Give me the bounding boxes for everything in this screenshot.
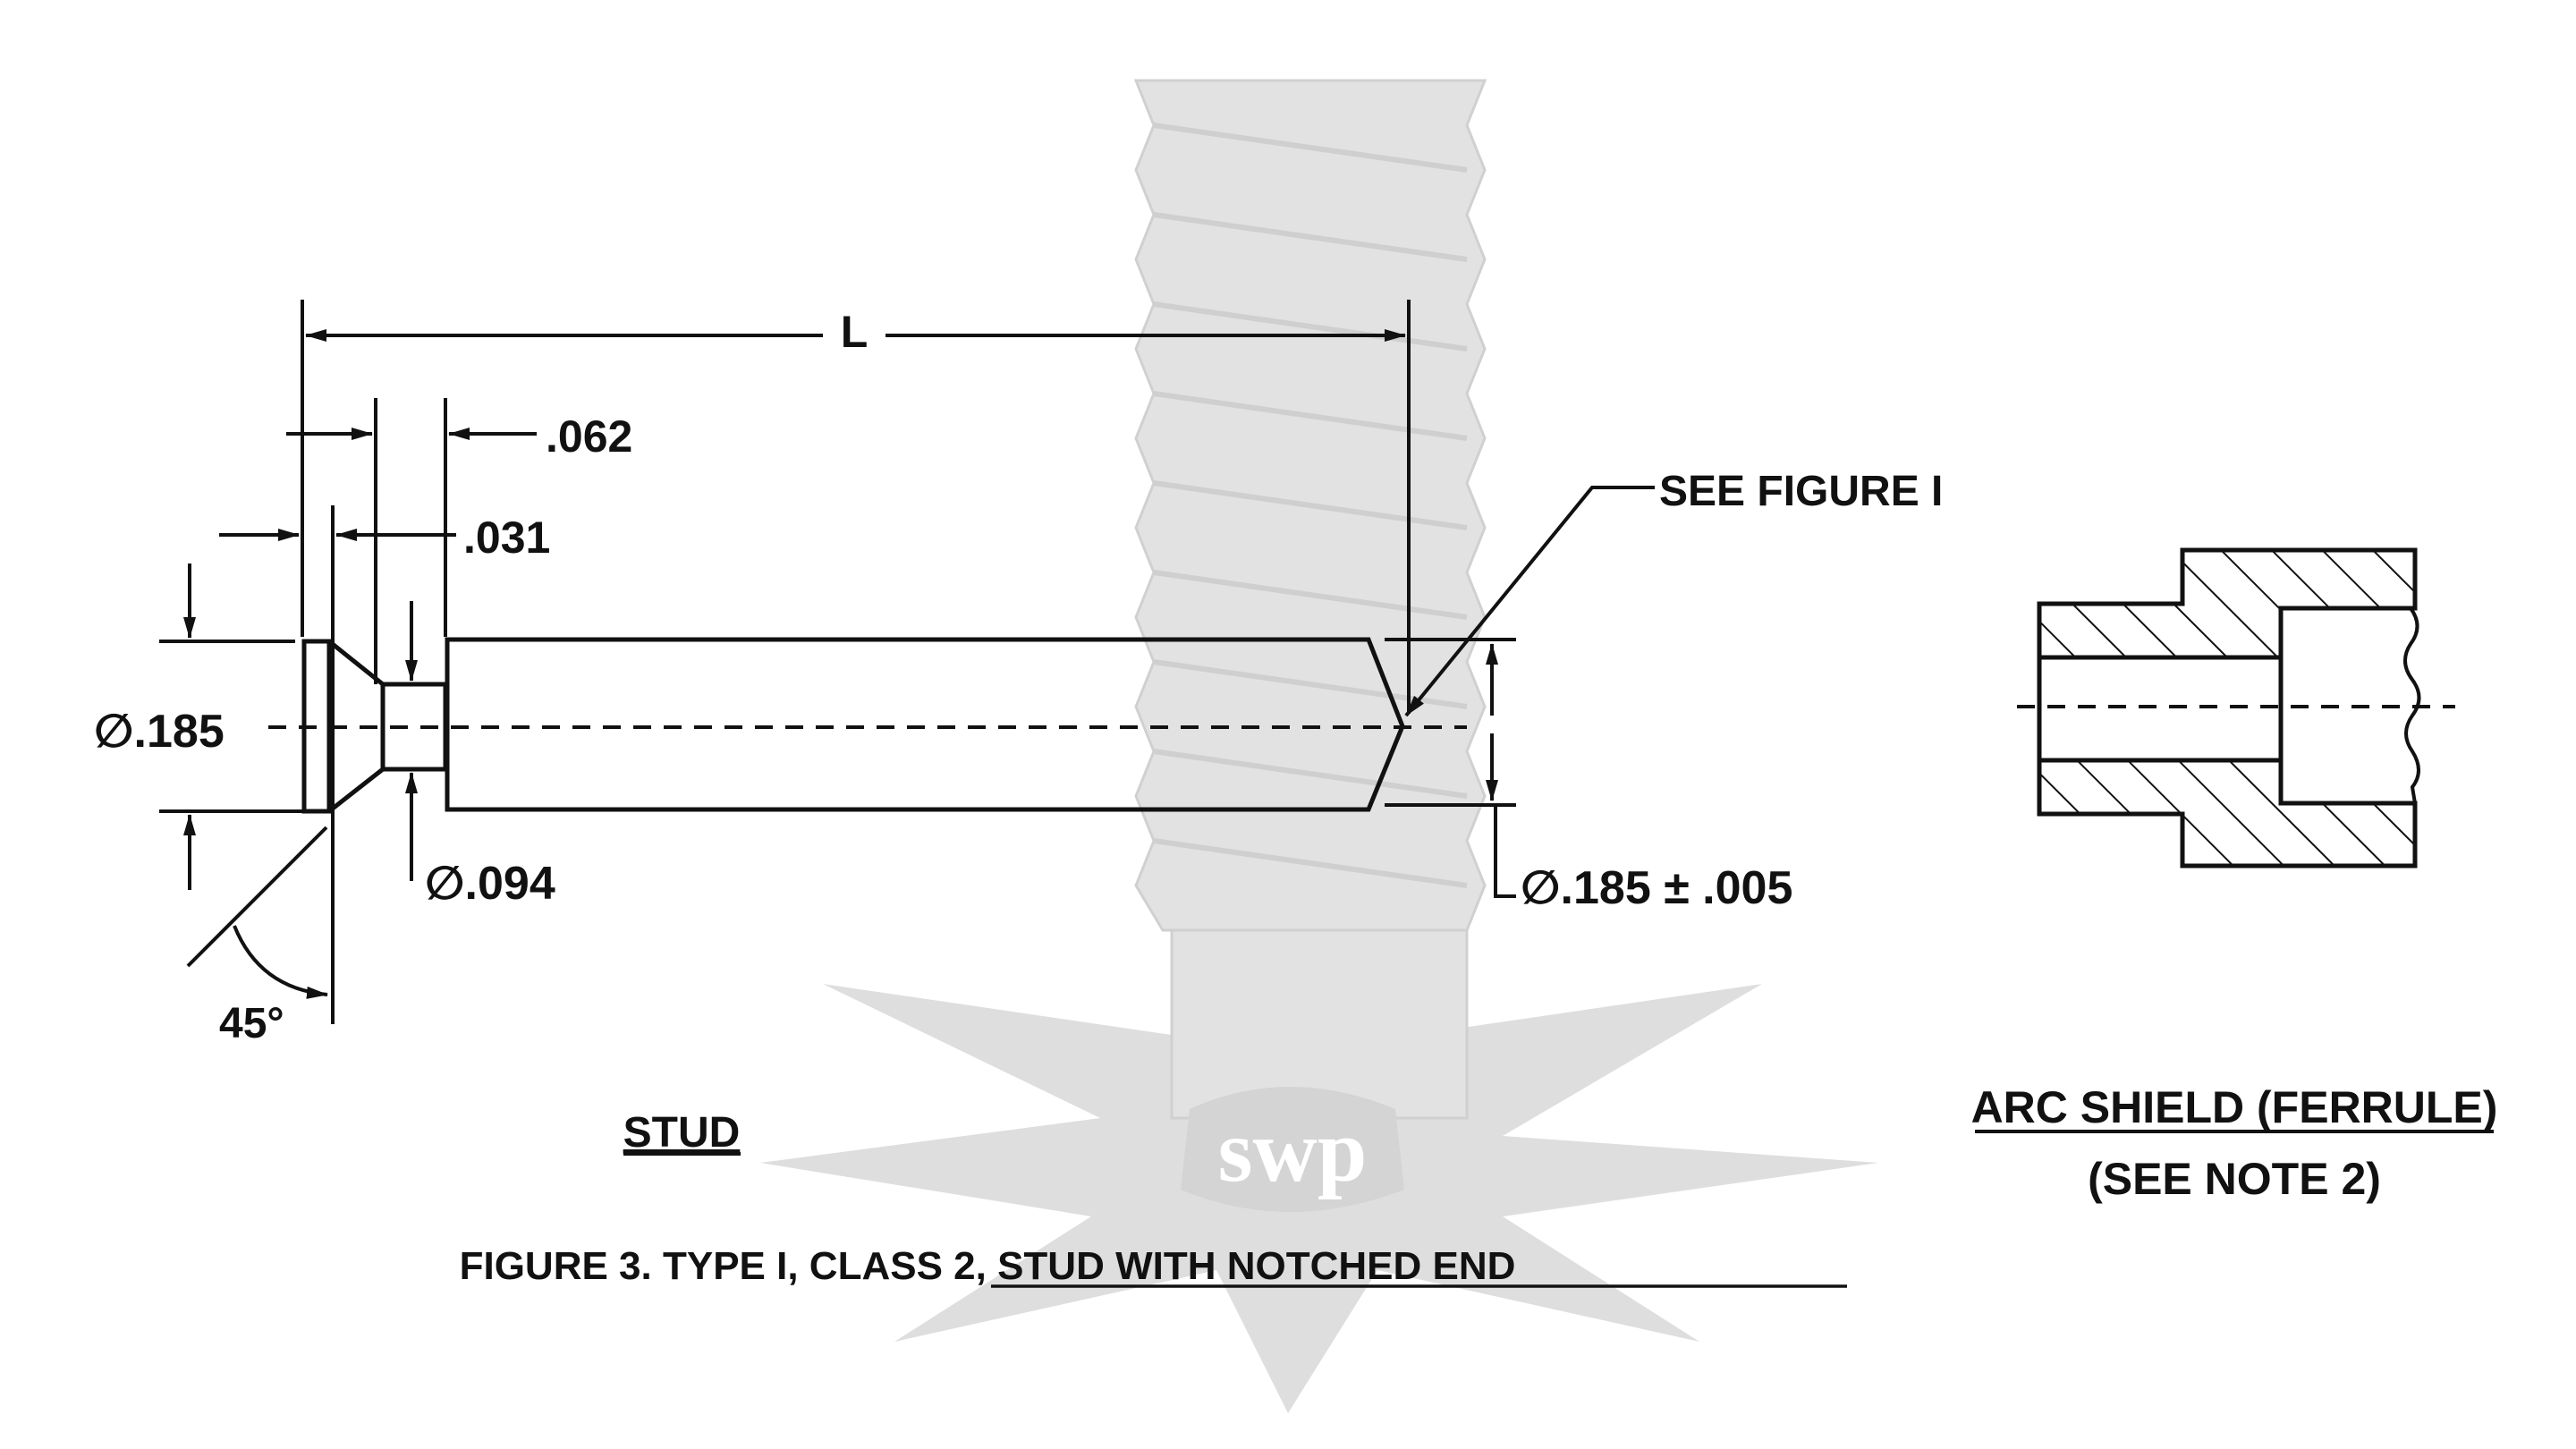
angle-45-label: 45° [219, 1000, 284, 1047]
ferrule-break-line [2403, 606, 2421, 804]
ferrule-title: ARC SHIELD (FERRULE) [1971, 1082, 2498, 1132]
dim-length-label: L [841, 307, 869, 357]
caption-prefix: FIGURE 3. [460, 1244, 663, 1288]
stud-drawing: L .062 .031 ∅.185 ∅.094 45° ∅.185 ± .005 [94, 300, 1943, 1157]
svg-text:FIGURE 3. TYPE I, CLASS 2, STU: FIGURE 3. TYPE I, CLASS 2, STUD WITH NOT… [460, 1244, 1516, 1288]
watermark-logo-text: swp [1218, 1101, 1368, 1200]
see-figure-label: SEE FIGURE I [1659, 468, 1943, 515]
watermark-threaded-stud [1133, 79, 1487, 1120]
dim-031-label: .031 [463, 513, 550, 563]
ferrule-note: (SEE NOTE 2) [2088, 1154, 2381, 1204]
dim-062-label: .062 [546, 411, 632, 462]
ferrule-drawing: ARC SHIELD (FERRULE) (SEE NOTE 2) [1971, 547, 2498, 1204]
dim-185-tol-leader [1494, 805, 1516, 898]
ferrule-section-top [2037, 547, 2418, 660]
dim-094-label: ∅.094 [425, 858, 555, 910]
stud-body [445, 637, 1405, 812]
stud-label: STUD [623, 1109, 741, 1157]
dim-185-head-label: ∅.185 [94, 706, 225, 758]
caption-text: TYPE I, CLASS 2, STUD WITH NOTCHED END [663, 1244, 1515, 1288]
watermark-logo-shield [1181, 1087, 1404, 1212]
angle-45-line [186, 826, 328, 968]
ferrule-section-bottom [2037, 758, 2418, 869]
angle-45-arc [233, 925, 328, 999]
figure-caption: FIGURE 3. TYPE I, CLASS 2, STUD WITH NOT… [460, 1244, 1847, 1288]
dim-185-tol-label: ∅.185 ± .005 [1521, 862, 1792, 914]
watermark: swp [760, 79, 1878, 1413]
see-figure-leader [1404, 486, 1655, 717]
